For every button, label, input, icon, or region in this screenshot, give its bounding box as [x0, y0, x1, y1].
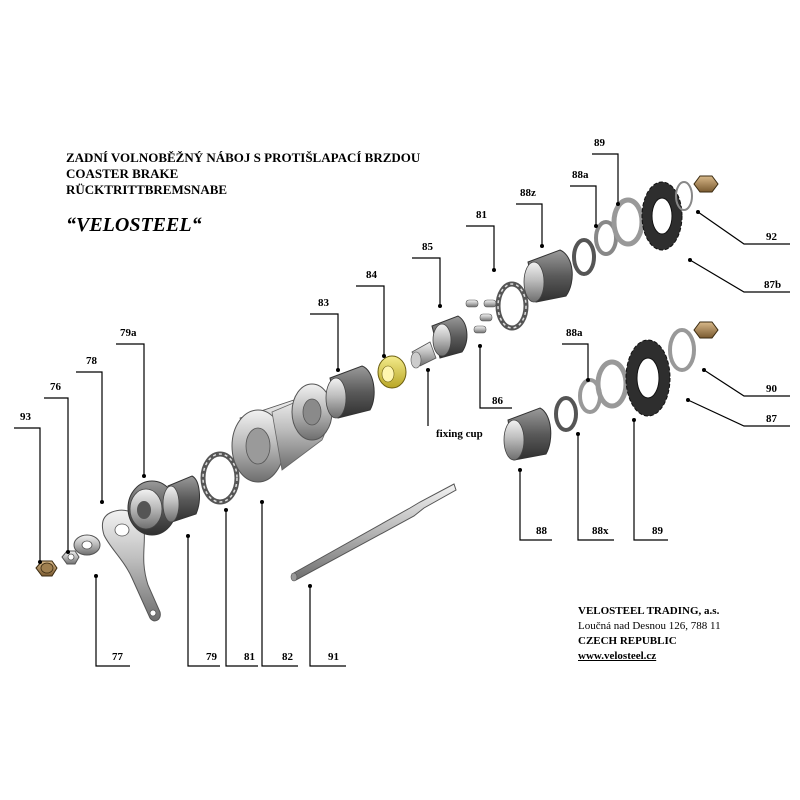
part-labels: 93 76 78 79a 77 79 81 82 91 83 84 85 81 …: [20, 137, 781, 663]
part-86-rollers: [465, 299, 497, 334]
label-81-top: 81: [476, 209, 487, 221]
part-88z-cone: [523, 249, 573, 303]
part-93-nut: [35, 560, 58, 577]
label-83: 83: [318, 297, 330, 309]
part-circlip-top: [675, 181, 693, 211]
label-93: 93: [20, 411, 32, 423]
part-88x-bearing: [554, 396, 578, 432]
label-79: 79: [206, 651, 218, 663]
label-88z: 88z: [520, 187, 536, 199]
part-88-cone: [503, 407, 552, 461]
label-90: 90: [766, 383, 778, 395]
part-90-ring: [668, 328, 696, 372]
label-88a-top: 88a: [572, 169, 589, 181]
part-nut-mid: [693, 321, 719, 339]
label-82: 82: [282, 651, 294, 663]
part-fixing-cup: [410, 341, 437, 369]
label-76: 76: [50, 381, 62, 393]
part-79-cone: [162, 475, 200, 523]
label-91: 91: [328, 651, 339, 663]
leader-lines: [14, 153, 790, 667]
title-english: COASTER BRAKE: [66, 166, 179, 181]
label-fixing-cup: fixing cup: [436, 428, 483, 440]
title-german: RÜCKTRITTBREMSNABE: [66, 182, 228, 197]
part-81-bearing-bottom: [200, 451, 240, 505]
label-77: 77: [112, 651, 124, 663]
label-87b: 87b: [764, 279, 781, 291]
part-84-clutch: [377, 355, 407, 389]
part-89-spacer-top: [611, 197, 645, 247]
label-88: 88: [536, 525, 548, 537]
company-country: CZECH REPUBLIC: [578, 635, 677, 647]
label-85: 85: [422, 241, 434, 253]
label-89-top: 89: [594, 137, 606, 149]
label-81-bottom: 81: [244, 651, 255, 663]
part-88a-bearing-top: [572, 238, 596, 276]
part-81-bearing-top: [495, 281, 529, 331]
title-czech: ZADNÍ VOLNOBĚŽNÝ NÁBOJ S PROTIŠLAPACÍ BR…: [66, 150, 421, 165]
label-88x: 88x: [592, 525, 609, 537]
company-website-link[interactable]: www.velosteel.cz: [578, 650, 657, 662]
part-85-driver: [431, 315, 468, 359]
label-88a-mid: 88a: [566, 327, 583, 339]
label-86: 86: [492, 395, 504, 407]
label-87: 87: [766, 413, 778, 425]
label-79a: 79a: [120, 327, 137, 339]
part-spacer-mid: [595, 359, 629, 409]
part-92-nut: [693, 175, 719, 193]
label-78: 78: [86, 355, 98, 367]
part-89-sprocket: [625, 339, 671, 417]
title-block: ZADNÍ VOLNOBĚŽNÝ NÁBOJ S PROTIŠLAPACÍ BR…: [66, 150, 420, 198]
label-84: 84: [366, 269, 378, 281]
part-82-hub-shell: [231, 383, 333, 483]
part-78-washer: [73, 534, 101, 556]
label-92: 92: [766, 231, 778, 243]
brand-name: “VELOSTEEL“: [66, 214, 202, 236]
part-77-brake-arm: [101, 509, 161, 622]
company-name: VELOSTEEL TRADING, a.s.: [578, 605, 720, 617]
part-87b-sprocket: [641, 181, 683, 251]
label-89-bottom: 89: [652, 525, 664, 537]
company-info: VELOSTEEL TRADING, a.s. Loučná nad Desno…: [578, 604, 721, 664]
part-83-brake-sleeve: [325, 365, 375, 419]
part-91-axle: [290, 483, 457, 582]
company-address: Loučná nad Desnou 126, 788 11: [578, 620, 721, 632]
part-76-washer: [61, 550, 80, 565]
